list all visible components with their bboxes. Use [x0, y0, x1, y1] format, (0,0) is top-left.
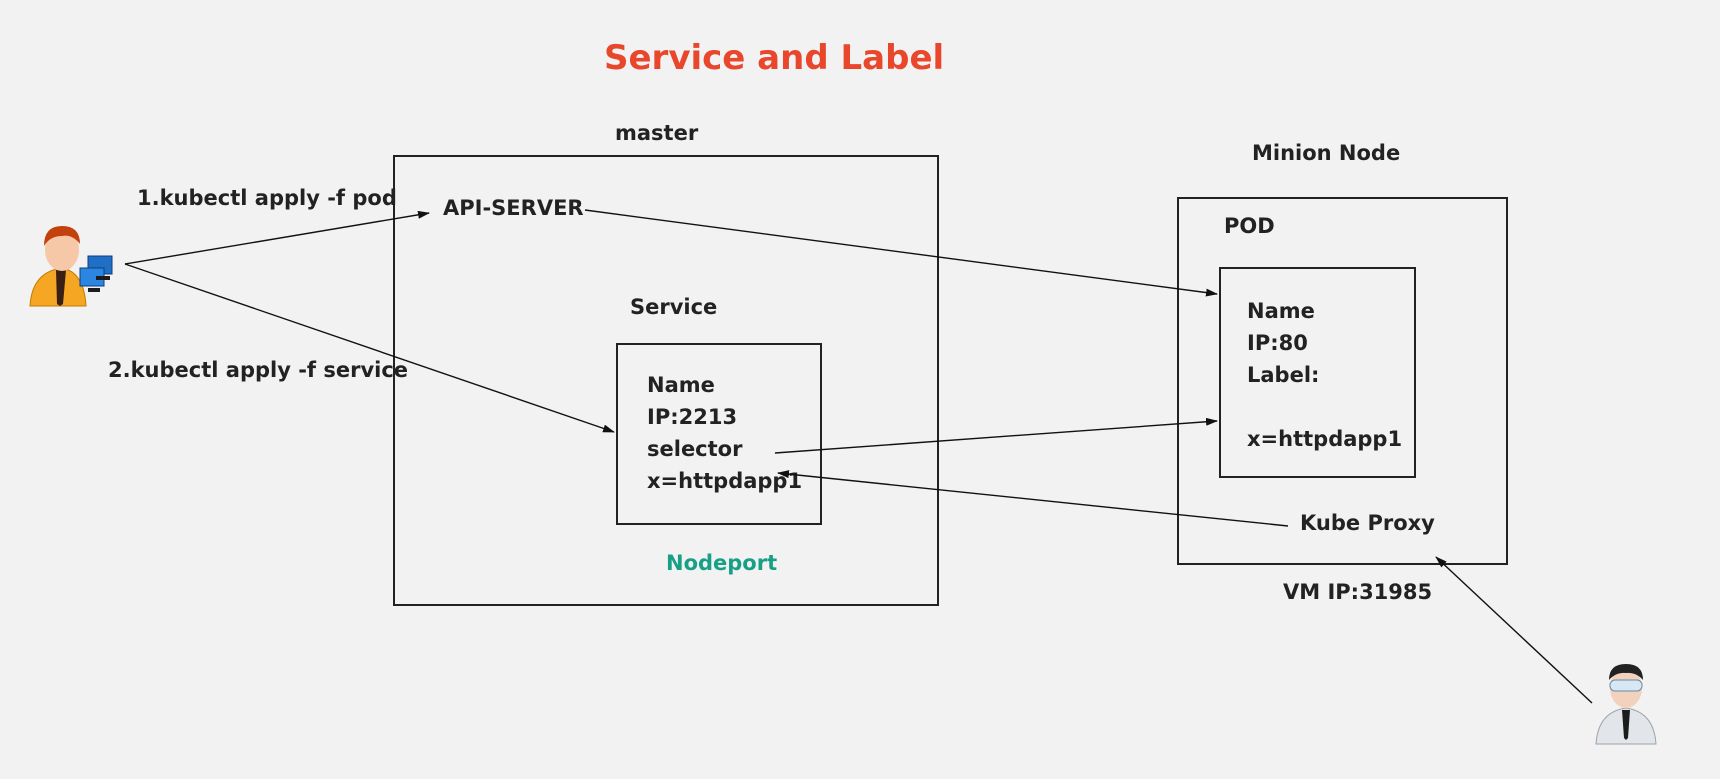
- pod-box: [1219, 267, 1416, 478]
- arrow-kube-proxy-to-service: [777, 470, 1289, 527]
- kube-proxy-label: Kube Proxy: [1300, 511, 1435, 535]
- pod-details: Name IP:80 Label: x=httpdapp1: [1247, 295, 1402, 455]
- service-details: Name IP:2213 selector x=httpdapp1: [647, 369, 802, 497]
- arrow-admin-to-service: [124, 263, 615, 433]
- master-label: master: [615, 121, 699, 145]
- step1-command: 1.kubectl apply -f pod: [137, 186, 397, 210]
- service-label: Service: [630, 295, 718, 319]
- service-name: Name: [647, 373, 715, 397]
- service-ip: IP:2213: [647, 405, 738, 429]
- minion-node-label: Minion Node: [1252, 141, 1401, 165]
- diagram-title: Service and Label: [604, 38, 945, 78]
- arrow-api-server-to-pod: [584, 209, 1218, 297]
- service-box: [616, 343, 822, 525]
- master-box: [393, 155, 939, 606]
- service-selector-value: x=httpdapp1: [647, 469, 803, 493]
- pod-name: Name: [1247, 299, 1315, 323]
- user-with-goggles-icon: [1595, 664, 1657, 745]
- api-server-label: API-SERVER: [443, 196, 584, 220]
- step2-command: 2.kubectl apply -f service: [108, 358, 409, 382]
- admin-with-monitors-icon: [29, 226, 113, 307]
- service-selector: selector: [647, 437, 743, 461]
- vm-ip-label: VM IP:31985: [1283, 580, 1433, 604]
- pod-label-key: Label:: [1247, 363, 1320, 387]
- pod-label: POD: [1224, 214, 1275, 238]
- arrow-user-to-kube-proxy: [1435, 556, 1593, 704]
- pod-label-value: x=httpdapp1: [1247, 427, 1403, 451]
- arrow-admin-to-api-server: [124, 210, 430, 265]
- arrow-selector-to-pod-label: [774, 417, 1218, 454]
- pod-ip: IP:80: [1247, 331, 1308, 355]
- minion-node-box: [1177, 197, 1508, 565]
- nodeport-label: Nodeport: [666, 551, 778, 575]
